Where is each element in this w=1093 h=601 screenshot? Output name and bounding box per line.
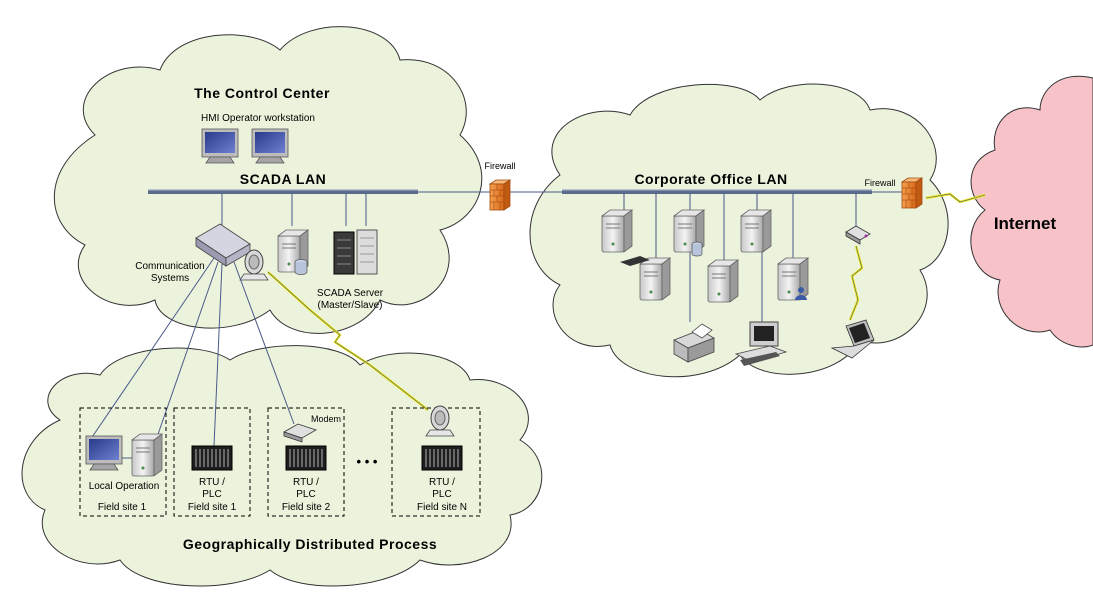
corporate-server-icon: [740, 209, 772, 253]
control-center-title: The Control Center: [194, 85, 330, 101]
site-plc-label: PLC: [202, 489, 221, 500]
field-site-box: [79, 407, 167, 517]
laptop-icon: [830, 319, 875, 359]
corporate-server-icon: [777, 257, 809, 301]
scada-server-rack-icon: [333, 229, 378, 275]
site-rtu-label: RTU /: [199, 477, 225, 488]
site-plc-label: PLC: [296, 489, 315, 500]
corporate-cloud: [529, 83, 949, 378]
printer-icon: [673, 323, 715, 363]
more-sites-ellipsis: • • •: [357, 454, 378, 469]
field-site-box: [267, 407, 345, 517]
site-2-name: Field site 2: [282, 502, 331, 513]
field-site-box: [173, 407, 251, 517]
corporate-server-icon: [707, 259, 739, 303]
site-1-local-name: Field site 1: [98, 502, 147, 513]
field-process-title: Geographically Distributed Process: [183, 536, 437, 552]
rtu-plc-icon: [191, 445, 233, 471]
rtu-plc-icon: [285, 445, 327, 471]
hmi-workstation-label: HMI Operator workstation: [201, 113, 315, 124]
scada-server-label-line2: (Master/Slave): [317, 300, 382, 311]
database-icon: [691, 241, 703, 257]
firewall-icon: [489, 179, 511, 211]
site-rtu-label: RTU /: [429, 477, 455, 488]
communication-router-icon: [195, 223, 251, 267]
user-badge-icon: [795, 287, 807, 300]
scada-server-label-line1: SCADA Server: [317, 288, 384, 299]
site-rtu-label: RTU /: [293, 477, 319, 488]
database-icon: [294, 259, 308, 275]
corporate-firewall-icon: [901, 177, 923, 209]
wireless-access-point-icon: [845, 225, 871, 245]
site-1-local-label: Local Operation: [89, 481, 160, 492]
internet-cloud: [970, 75, 1093, 348]
modem-icon: [283, 423, 317, 443]
scada-lan-label: SCADA LAN: [240, 171, 326, 187]
local-server-icon: [131, 433, 163, 477]
corporate-firewall-label: Firewall: [864, 178, 895, 188]
site-1-rtu-name: Field site 1: [188, 502, 237, 513]
rtu-plc-icon: [421, 445, 463, 471]
communication-label-line1: Communication: [135, 261, 204, 272]
firewall-label: Firewall: [484, 161, 515, 171]
desktop-computer-icon: [734, 321, 788, 366]
field-cloud: [21, 345, 543, 587]
corporate-lan-label: Corporate Office LAN: [634, 171, 787, 187]
internet-label: Internet: [994, 214, 1057, 233]
corporate-server-icon: [601, 209, 633, 253]
keyboard-icon: [620, 256, 650, 266]
site-plc-label: PLC: [432, 489, 451, 500]
site-n-name: Field site N: [417, 502, 467, 513]
communication-label-line2: Systems: [151, 273, 189, 284]
corporate-server-icon: [639, 257, 671, 301]
modem-label: Modem: [311, 414, 341, 424]
